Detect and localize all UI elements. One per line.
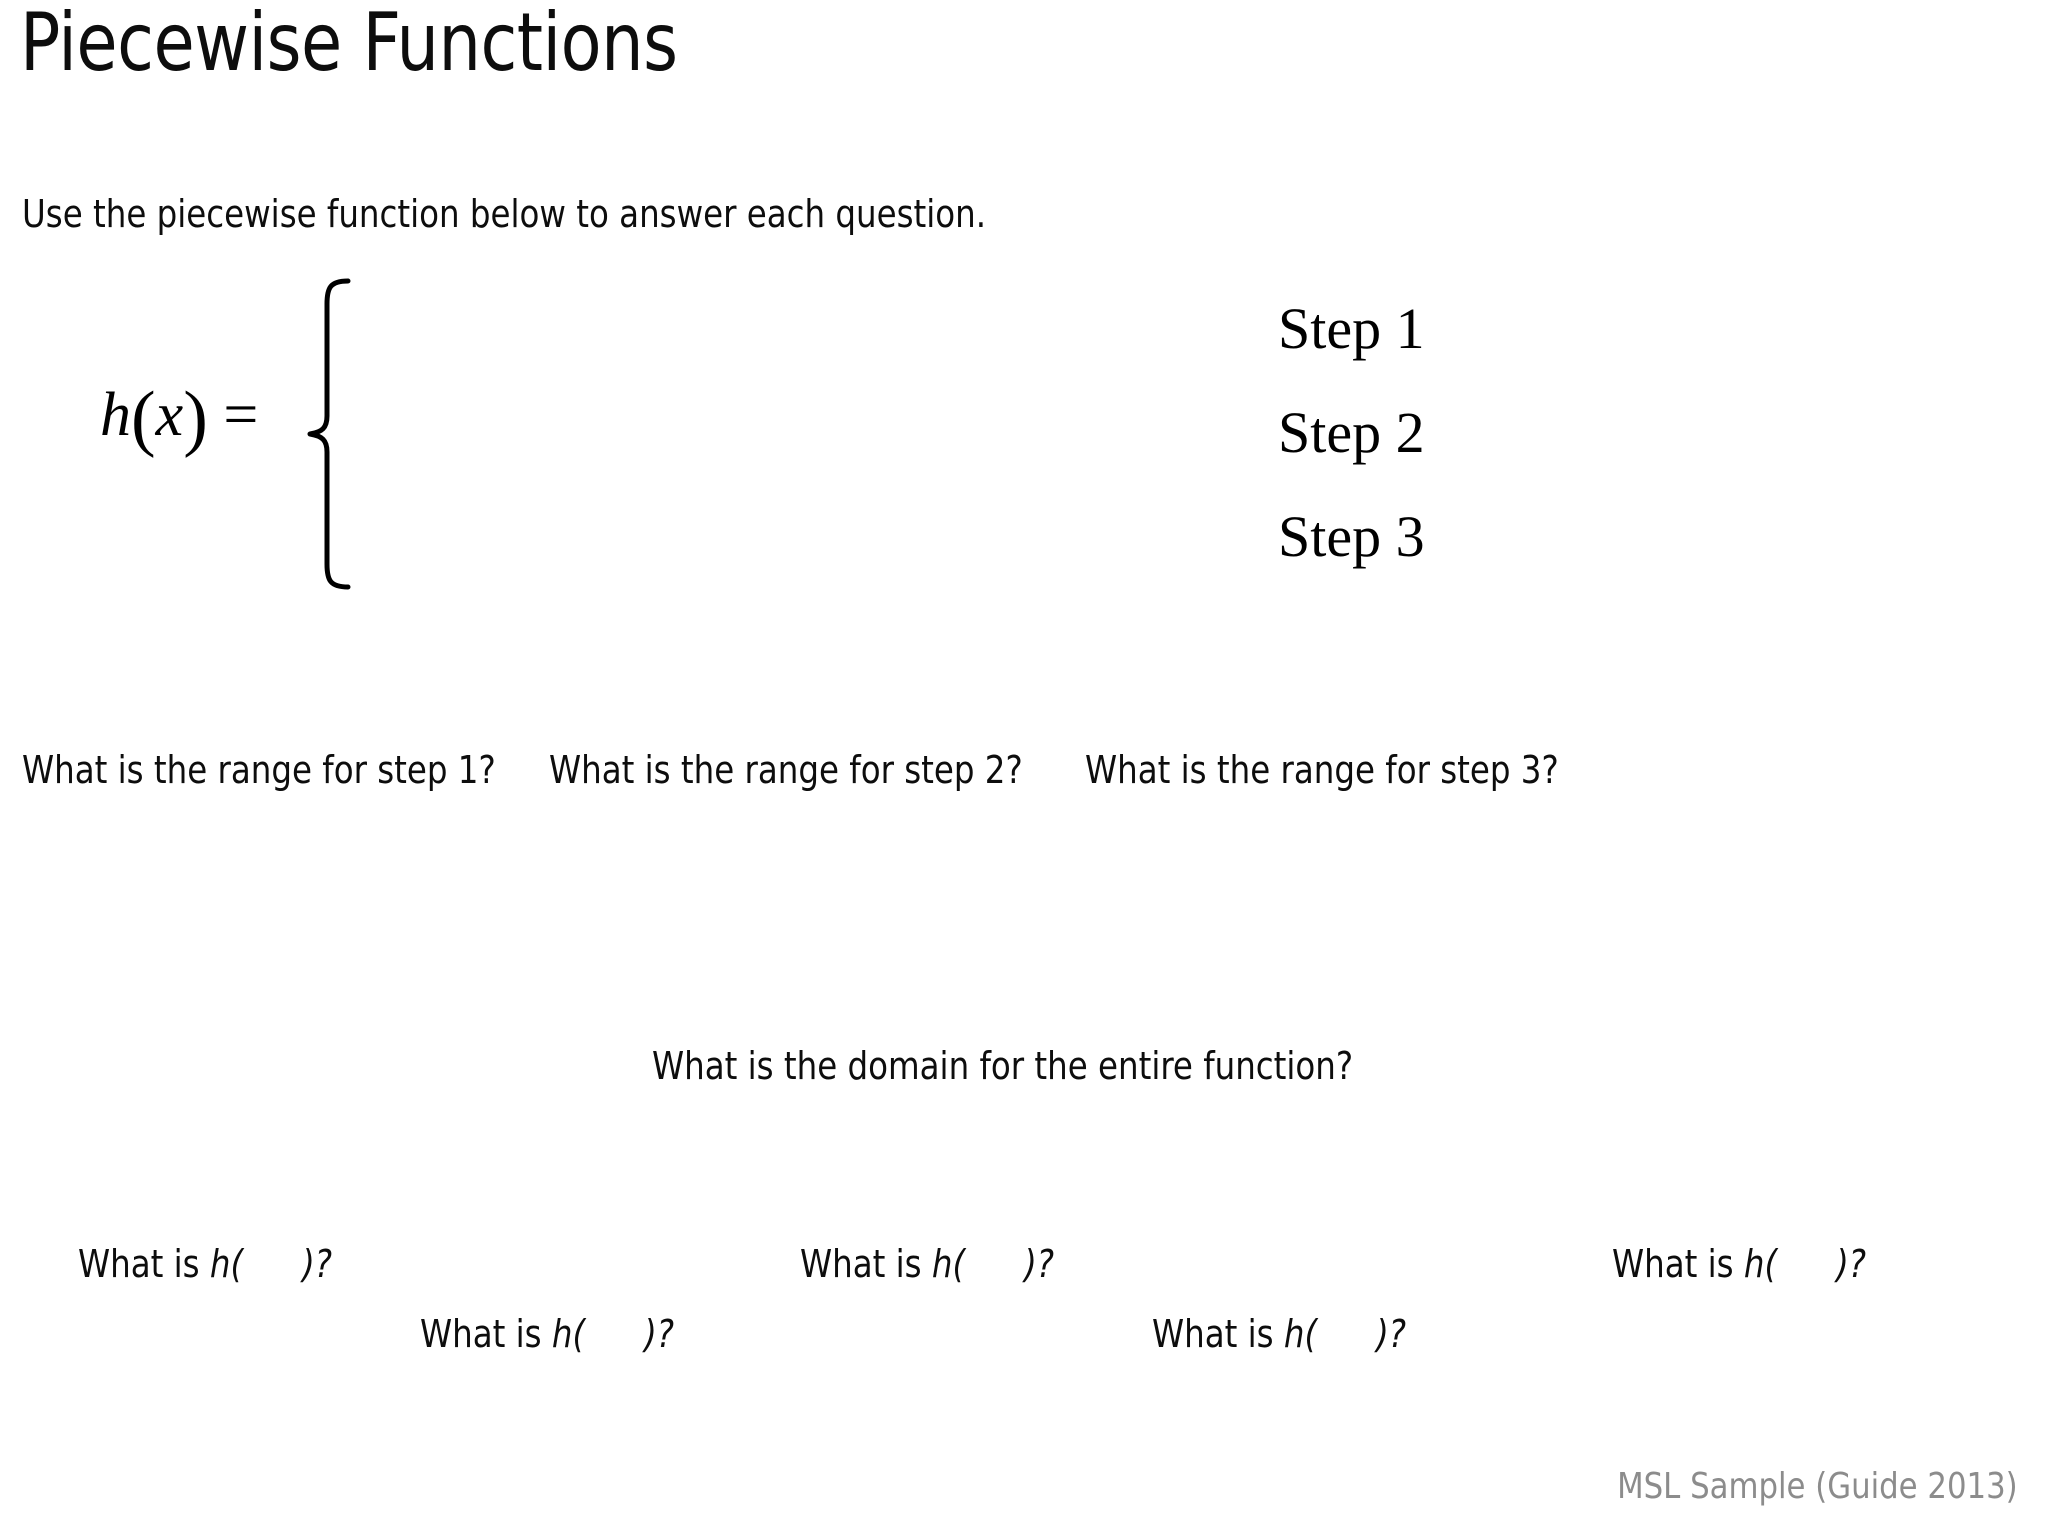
instruction-text: Use the piecewise function below to answ…: [22, 192, 987, 236]
h-question-func-open: h(: [1743, 1242, 1778, 1286]
h-question-prefix: What is: [800, 1242, 932, 1286]
range-question-step-1: What is the range for step 1?: [22, 748, 496, 792]
piecewise-equation: h(x) =: [100, 270, 400, 600]
h-question-func-close: )?: [1024, 1242, 1055, 1286]
h-question-func-open: h(: [931, 1242, 966, 1286]
equation-left-hand-side: h(x) =: [100, 374, 259, 455]
equation-function-name: h: [100, 381, 131, 449]
step-label-3: Step 3: [1278, 504, 1425, 569]
domain-question: What is the domain for the entire functi…: [652, 1044, 1354, 1088]
h-evaluation-question-1: What is h()?: [78, 1242, 332, 1286]
step-label-1: Step 1: [1278, 296, 1425, 361]
equation-open-paren: (: [131, 377, 156, 459]
page-title: Piecewise Functions: [20, 0, 678, 89]
h-question-func-close: )?: [644, 1312, 675, 1356]
h-question-prefix: What is: [1152, 1312, 1284, 1356]
h-question-prefix: What is: [1612, 1242, 1744, 1286]
h-evaluation-question-2: What is h()?: [800, 1242, 1054, 1286]
h-question-func-close: )?: [1376, 1312, 1407, 1356]
curly-brace-icon: [300, 278, 370, 590]
equation-close-paren: ): [183, 377, 208, 459]
h-question-func-close: )?: [302, 1242, 333, 1286]
step-label-2: Step 2: [1278, 400, 1425, 465]
h-question-func-close: )?: [1836, 1242, 1867, 1286]
h-question-prefix: What is: [420, 1312, 552, 1356]
equation-equals-sign: =: [223, 381, 259, 449]
h-question-prefix: What is: [78, 1242, 210, 1286]
range-question-step-2: What is the range for step 2?: [549, 748, 1023, 792]
h-question-func-open: h(: [1283, 1312, 1318, 1356]
h-question-func-open: h(: [209, 1242, 244, 1286]
footer-attribution: MSL Sample (Guide 2013): [1617, 1466, 2018, 1507]
h-evaluation-question-4: What is h()?: [420, 1312, 674, 1356]
h-evaluation-question-5: What is h()?: [1152, 1312, 1406, 1356]
range-question-step-3: What is the range for step 3?: [1085, 748, 1559, 792]
h-evaluation-question-3: What is h()?: [1612, 1242, 1866, 1286]
equation-variable: x: [155, 381, 184, 449]
h-question-func-open: h(: [551, 1312, 586, 1356]
